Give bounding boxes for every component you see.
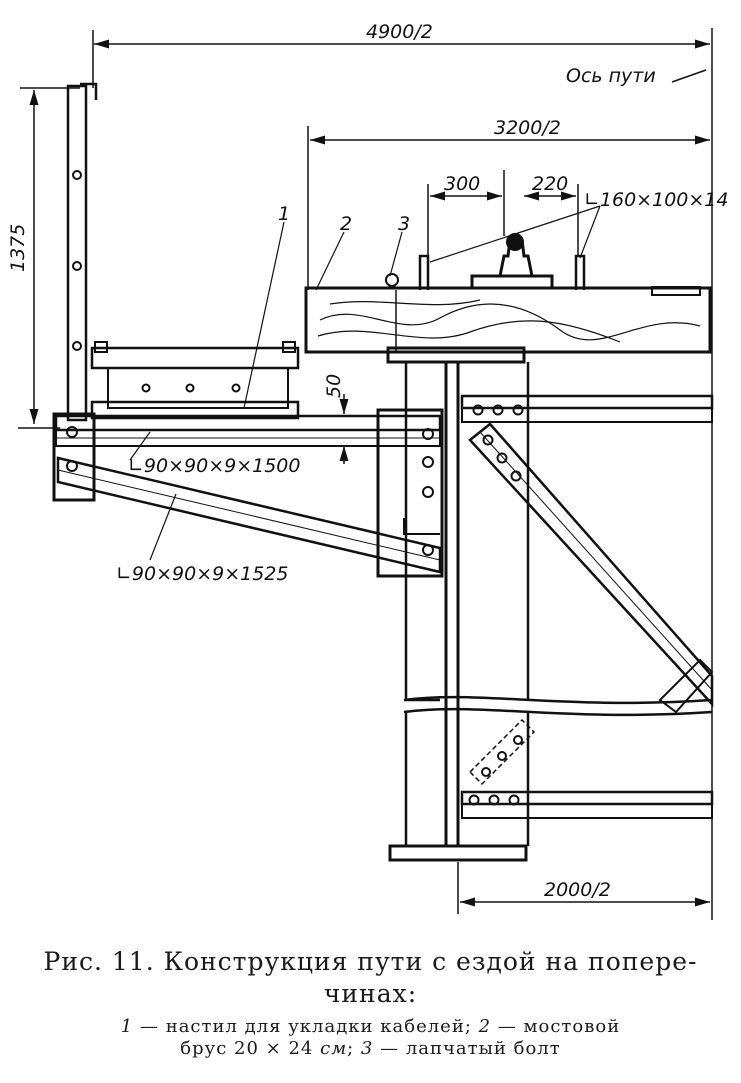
figure-caption: Рис. 11. Конструкция пути с ездой на поп… <box>0 946 741 1010</box>
legend-num-1: 1 <box>120 1016 134 1037</box>
legend-num-3: 3 <box>360 1038 374 1059</box>
label-part-2: 2 <box>340 213 352 235</box>
figure-legend: 1 — настил для укладки кабелей; 2 — мост… <box>0 1016 741 1060</box>
label-angle-strut: ∟90×90×9×1525 <box>116 563 288 585</box>
bridge-track-drawing: 4900/2 Ось пути 3200/2 1375 300 220 ∟160… <box>7 21 728 920</box>
label-300: 300 <box>444 173 480 195</box>
break-line <box>403 695 713 705</box>
cross-beam-top <box>460 394 714 423</box>
caption-line-1: Рис. 11. Конструкция пути с ездой на поп… <box>43 947 698 976</box>
caption-line-2: чинах: <box>323 979 418 1008</box>
legend-text-1: — настил для укладки кабелей; <box>133 1016 479 1037</box>
label-4900: 4900/2 <box>366 21 433 43</box>
legend-text-2: — мостовой <box>491 1016 621 1037</box>
label-angle-top: ∟90×90×9×1500 <box>128 455 300 477</box>
legend-sep: ; <box>347 1038 361 1059</box>
diagonal-brace <box>468 422 714 714</box>
label-angle-bolt: ∟160×100×14 <box>584 189 728 211</box>
hook-bolts <box>385 254 586 352</box>
left-gusset <box>52 412 96 502</box>
label-1375: 1375 <box>7 224 29 272</box>
label-2000: 2000/2 <box>544 879 611 901</box>
bridge-tie <box>304 286 712 354</box>
cross-beam-bottom <box>460 718 714 819</box>
label-track-axis: Ось пути <box>566 65 656 87</box>
stringer-top-flange <box>386 346 526 364</box>
label-220: 220 <box>532 173 568 195</box>
label-part-3: 3 <box>398 213 410 235</box>
legend-unit: см <box>320 1038 348 1059</box>
cable-decking <box>90 341 300 420</box>
angle-top <box>54 414 442 447</box>
label-part-1: 1 <box>278 203 290 225</box>
railing-post <box>66 82 98 422</box>
label-3200: 3200/2 <box>494 117 561 139</box>
label-50: 50 <box>323 374 345 398</box>
connection-plate <box>376 408 444 578</box>
angle-strut <box>56 456 442 574</box>
legend-text-2-cont: брус 20 × 24 <box>180 1038 321 1059</box>
rail <box>470 233 554 290</box>
legend-num-2: 2 <box>478 1016 492 1037</box>
stringer <box>388 362 530 862</box>
legend-line-2: брус 20 × 24 см; 3 — лапчатый болт <box>0 1038 741 1060</box>
legend-text-3: — лапчатый болт <box>373 1038 561 1059</box>
legend-line-1: 1 — настил для укладки кабелей; 2 — мост… <box>0 1016 741 1038</box>
